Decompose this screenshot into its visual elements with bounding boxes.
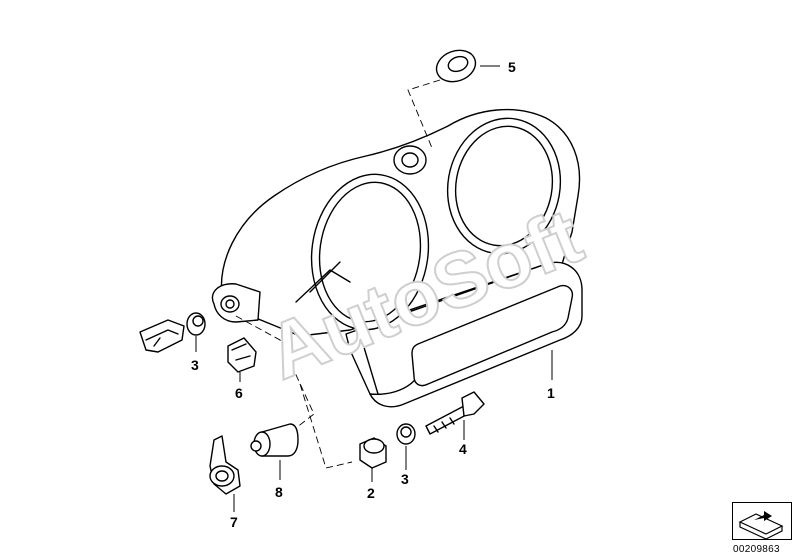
leader-lines <box>195 65 553 512</box>
callout-4: 4 <box>459 441 467 457</box>
callout-5: 5 <box>508 59 516 75</box>
callout-2: 2 <box>367 485 375 501</box>
bulb-socket-part-7 <box>209 435 241 495</box>
assembly-symbol-icon <box>732 502 792 540</box>
instrument-housing <box>211 108 583 408</box>
callout-8: 8 <box>275 484 283 500</box>
rubber-bush-part-3-right <box>396 423 416 445</box>
bracket-part-6 <box>227 337 257 373</box>
assembly-lines <box>235 79 441 469</box>
callout-labels: 1 2 3 3 4 5 6 7 8 <box>191 59 555 530</box>
diagram-reference-number: 00209863 <box>733 544 780 555</box>
screw-part-4 <box>425 391 485 435</box>
callout-1: 1 <box>547 385 555 401</box>
spring-clip-left <box>139 319 185 353</box>
spacer-sleeve-part-2 <box>359 437 387 469</box>
callout-3-left: 3 <box>191 357 199 373</box>
callout-7: 7 <box>230 514 238 530</box>
rubber-bush-part-3-left <box>186 312 206 336</box>
grommet-part-5 <box>435 49 477 83</box>
callout-3-right: 3 <box>401 471 409 487</box>
callout-6: 6 <box>235 385 243 401</box>
bulb-part-8 <box>250 423 299 457</box>
